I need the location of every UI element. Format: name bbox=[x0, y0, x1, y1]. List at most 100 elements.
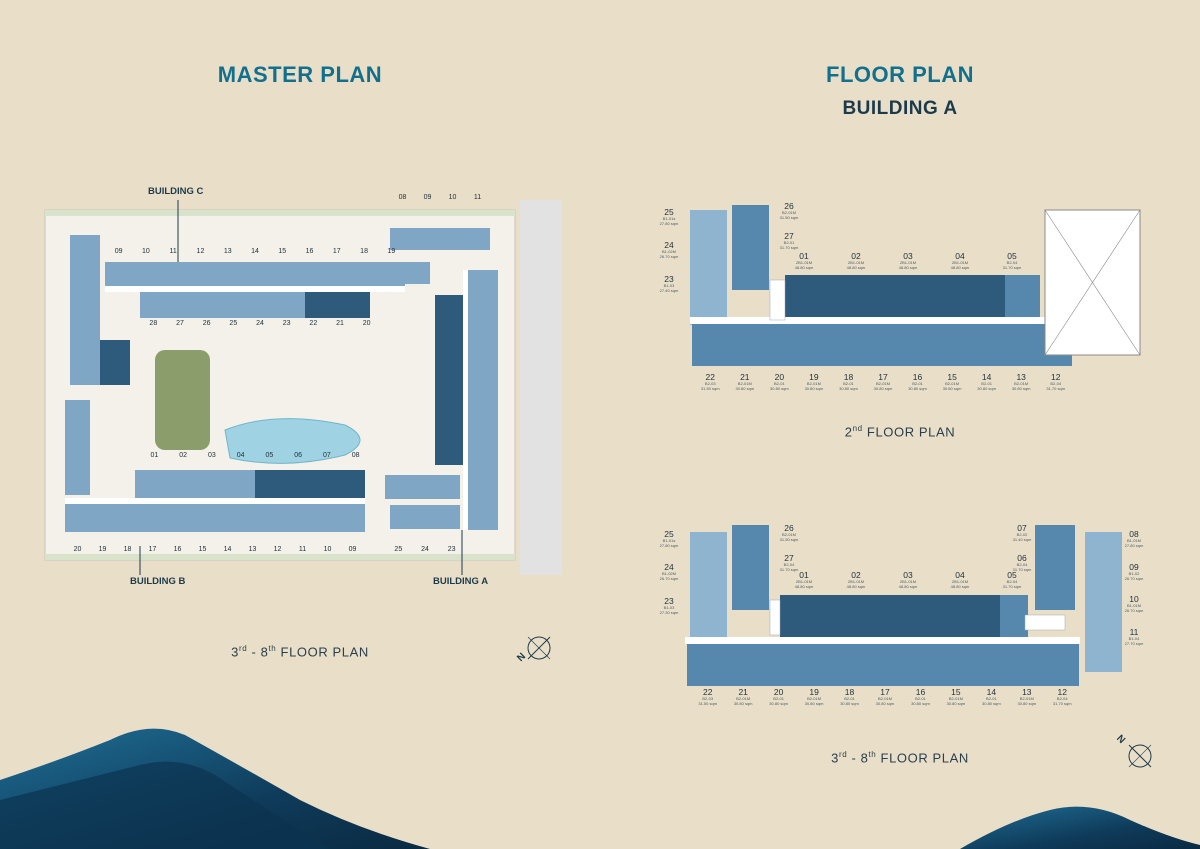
unit-area: 48.80 sqm bbox=[846, 265, 866, 270]
unit-area: 31.70 sqm bbox=[1002, 584, 1022, 589]
master-unit-number: 25 bbox=[394, 546, 403, 553]
unit-area: 26.70 sqm bbox=[1124, 575, 1144, 581]
unit-type: B1-01M bbox=[1126, 603, 1141, 608]
third-floor-drawing bbox=[640, 520, 1160, 710]
unit-type: 2B1-01M bbox=[951, 260, 969, 265]
master-unit-number: 11 bbox=[473, 194, 482, 201]
third-floor-svg bbox=[685, 525, 1122, 686]
unit-area: 27.80 sqm bbox=[1124, 543, 1144, 548]
master-unit-number: 08 bbox=[398, 194, 407, 201]
unit-type: B2-01 bbox=[773, 696, 784, 701]
unit-area: 48.80 sqm bbox=[794, 265, 814, 270]
unit-number: 23 bbox=[664, 273, 674, 284]
second-floor-caption: 2nd FLOOR PLAN bbox=[844, 424, 956, 440]
unit-type: B2-02 bbox=[1016, 532, 1028, 537]
building-a bbox=[385, 228, 498, 530]
unit-type: B2-01M bbox=[781, 210, 796, 215]
unit-area: 26.70 sqm bbox=[1124, 608, 1144, 613]
unit-type: B2-04 bbox=[1006, 260, 1018, 265]
second-floor-svg bbox=[690, 205, 1141, 366]
unit-number: 12 bbox=[1050, 372, 1061, 382]
unit-number: 03 bbox=[903, 570, 913, 580]
unit-number: 05 bbox=[1007, 570, 1017, 580]
unit-type: 2B1-01M bbox=[951, 579, 969, 584]
unit-area: 30.80 sqm bbox=[840, 701, 859, 706]
floor-plan-title: FLOOR PLAN bbox=[826, 62, 974, 87]
unit-number: 08 bbox=[1129, 529, 1139, 539]
second-floor-drawing bbox=[640, 200, 1141, 400]
unit-number: 24 bbox=[664, 562, 674, 573]
unit-type: B2-01M bbox=[781, 532, 796, 537]
unit-number: 09 bbox=[1129, 561, 1139, 572]
unit-type: B2-01 bbox=[981, 381, 992, 386]
unit-type: B1-04 bbox=[1128, 635, 1140, 641]
unit-type: B2-01M bbox=[877, 696, 892, 701]
unit-area: 27.30 sqm bbox=[659, 609, 679, 615]
master-compass bbox=[525, 634, 555, 664]
unit-number: 14 bbox=[986, 687, 997, 697]
unit-number: 13 bbox=[1022, 687, 1032, 697]
master-unit-number: 20 bbox=[73, 546, 82, 553]
unit-type: B2-01 bbox=[843, 381, 854, 386]
unit-type: B2-01 bbox=[986, 696, 997, 701]
master-unit-number: 19 bbox=[387, 248, 396, 255]
unit-type: B1-02M bbox=[661, 571, 676, 577]
unit-area: 30.80 sqm bbox=[1017, 701, 1037, 706]
unit-area: 31.70 sqm bbox=[1052, 701, 1072, 706]
unit-number: 27 bbox=[784, 553, 794, 563]
master-unit-number: 07 bbox=[322, 452, 331, 459]
unit-type: B1-01M bbox=[1126, 538, 1141, 543]
unit-area: 48.80 sqm bbox=[794, 584, 814, 589]
unit-type: B1-01s bbox=[662, 216, 676, 221]
master-unit-number: 15 bbox=[278, 248, 287, 255]
unit-area: 31.50 sqm bbox=[779, 215, 799, 220]
master-unit-number: 19 bbox=[98, 546, 107, 553]
unit-number: 12 bbox=[1057, 687, 1067, 697]
unit-type: B2-01M bbox=[948, 696, 963, 701]
unit-number: 22 bbox=[702, 687, 713, 697]
unit-number: 16 bbox=[915, 687, 926, 697]
unit-type: B2-01M bbox=[807, 696, 822, 701]
unit-number: 21 bbox=[740, 372, 750, 382]
unit-number: 26 bbox=[784, 523, 794, 533]
master-unit-number: 26 bbox=[202, 320, 211, 327]
unit-type: B2-01M bbox=[806, 381, 821, 386]
unit-type: B2-01M bbox=[945, 381, 960, 386]
unit-number: 27 bbox=[784, 231, 794, 241]
master-unit-number: 13 bbox=[223, 248, 232, 255]
unit-type: 2B1-01M bbox=[847, 579, 865, 584]
unit-type: B2-01 bbox=[912, 381, 923, 386]
unit-type: 2B1-01M bbox=[847, 260, 865, 265]
unit-area: 31.50 sqm bbox=[700, 386, 720, 391]
unit-number: 01 bbox=[799, 570, 809, 580]
unit-area: 48.80 sqm bbox=[950, 584, 970, 589]
unit-number: 02 bbox=[851, 570, 861, 580]
master-plan-title: MASTER PLAN bbox=[217, 62, 383, 87]
master-unit-number: 09 bbox=[423, 194, 432, 201]
unit-number: 06 bbox=[1017, 553, 1027, 563]
unit-area: 31.70 sqm bbox=[1002, 265, 1022, 270]
unit-type: B2-04 bbox=[1050, 381, 1062, 386]
unit-number: 19 bbox=[809, 372, 819, 382]
